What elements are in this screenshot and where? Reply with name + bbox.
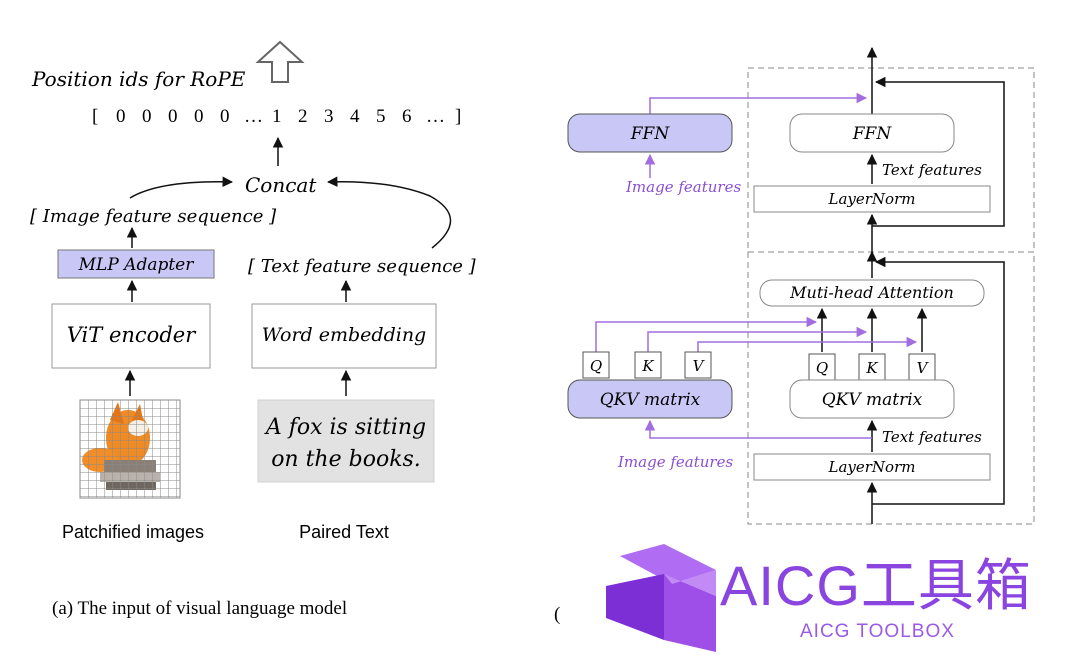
- image-ffn-box: [567, 113, 733, 153]
- attention-block-frame: [747, 251, 1035, 525]
- layernorm-bottom-box: [753, 453, 991, 481]
- watermark-subtitle: AICG TOOLBOX: [800, 621, 955, 642]
- position-id-token: 0: [168, 106, 178, 127]
- position-id-token: 0: [142, 106, 152, 127]
- text-features-top-label: Text features: [882, 161, 982, 179]
- image-ffn-output-arrow: [649, 92, 868, 118]
- text-ffn-box: [789, 113, 955, 153]
- q-text-box: [808, 353, 836, 381]
- v-image-arrow: [697, 336, 918, 352]
- qkv-text-box: [789, 379, 955, 419]
- attention-residual-arrow: [872, 256, 1005, 505]
- position-ids-label: Position ids for RoPE: [31, 67, 246, 91]
- sample-text-line2: on the books.: [271, 447, 421, 472]
- sample-text-line1: A fox is sitting: [264, 415, 426, 440]
- output-arrow-icon: [255, 40, 305, 83]
- text-feature-sequence-label: [ Text feature sequence ]: [248, 256, 477, 277]
- position-id-token: [: [92, 106, 98, 127]
- attention-label: Muti-head Attention: [789, 283, 954, 302]
- position-id-token: 0: [194, 106, 204, 127]
- text-to-concat-arrow: [326, 176, 452, 249]
- image-ffn-label: FFN: [630, 124, 671, 144]
- v-text-box: [908, 353, 936, 381]
- position-id-token: …: [244, 106, 263, 127]
- position-id-token: 3: [324, 106, 334, 127]
- concat-label: Concat: [245, 173, 317, 197]
- watermark-title: AICG工具箱: [720, 554, 1032, 617]
- position-id-token: …: [426, 106, 445, 127]
- position-id-token: 5: [376, 106, 386, 127]
- qkv-image-box: [567, 379, 733, 419]
- layernorm-top-label: LayerNorm: [828, 190, 916, 208]
- layernorm-top-box: [753, 185, 991, 213]
- qkv-image-label: QKV matrix: [600, 390, 701, 410]
- mlp-adapter-label: MLP Adapter: [78, 255, 195, 275]
- word-embedding-box: [251, 303, 437, 369]
- sample-text-box: [257, 399, 435, 483]
- position-id-token: 0: [220, 106, 230, 127]
- right-caption-fragment: (: [554, 604, 560, 625]
- qkv-text-label: QKV matrix: [822, 390, 923, 410]
- vit-encoder-label: ViT encoder: [67, 323, 197, 347]
- image-feature-sequence-label: [ Image feature sequence ]: [30, 206, 277, 227]
- position-id-token: ]: [455, 106, 461, 127]
- word-embedding-label: Word embedding: [262, 324, 426, 346]
- text-features-bottom-label: Text features: [882, 428, 982, 446]
- q-text-label: Q: [816, 359, 828, 377]
- v-image-box: [684, 351, 712, 379]
- position-id-token: 6: [402, 106, 412, 127]
- image-features-bottom-label: Image features: [617, 453, 733, 471]
- q-image-label: Q: [590, 357, 602, 375]
- aicg-logo-icon: [606, 544, 716, 652]
- k-image-label: K: [641, 357, 654, 375]
- image-to-concat-arrow: [129, 176, 234, 199]
- ffn-residual-arrow: [872, 76, 1005, 227]
- q-image-arrow: [595, 316, 818, 352]
- position-id-token: 1: [272, 106, 282, 127]
- v-text-label: V: [917, 359, 930, 377]
- position-id-sequence: [ 0 0 0 0 0 … 1 2 3 4 5 6 … ]: [92, 106, 461, 127]
- image-features-to-qkv-arrow: [644, 419, 872, 439]
- mlp-adapter-box: [57, 249, 215, 279]
- patchified-images-label: Patchified images: [62, 522, 204, 542]
- attention-box: [759, 279, 985, 307]
- position-id-token: 0: [116, 106, 126, 127]
- text-ffn-label: FFN: [852, 124, 893, 144]
- k-image-arrow: [647, 326, 868, 352]
- image-features-top-label: Image features: [625, 178, 741, 196]
- patchified-fox-image: [79, 399, 181, 499]
- ffn-block-frame: [747, 67, 1035, 253]
- k-text-label: K: [865, 359, 878, 377]
- left-caption: (a) The input of visual language model: [52, 598, 347, 619]
- vit-encoder-box: [51, 303, 211, 369]
- paired-text-label: Paired Text: [299, 522, 389, 542]
- position-id-token: 4: [350, 106, 360, 127]
- k-image-box: [634, 351, 662, 379]
- v-image-label: V: [693, 357, 706, 375]
- position-id-token: 2: [298, 106, 308, 127]
- layernorm-bottom-label: LayerNorm: [828, 458, 916, 476]
- q-image-box: [582, 351, 610, 379]
